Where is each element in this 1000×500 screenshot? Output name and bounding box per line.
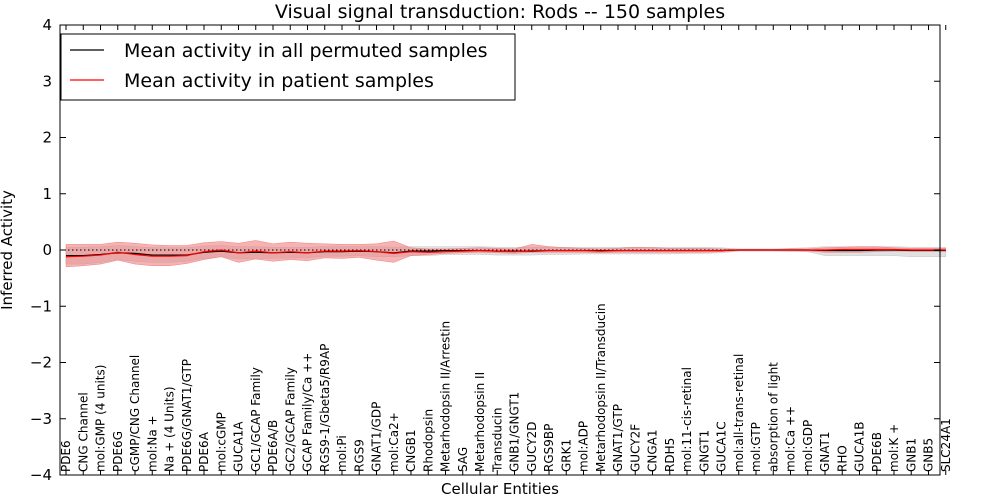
x-tick-label: mol:all-trans-retinal	[732, 354, 746, 472]
x-tick-label: mol:GMP (4 units)	[94, 365, 108, 472]
x-tick-label: GNB5	[922, 438, 936, 472]
x-tick-label: PDE6B	[870, 432, 884, 472]
x-tick-label: GC2/GCAP Family	[283, 367, 297, 472]
x-tick-label: absorption of light	[766, 362, 780, 472]
y-tick-label: 1	[42, 185, 52, 203]
line-patient-mean	[65, 248, 946, 258]
x-tick-label: GNGT1	[697, 430, 711, 472]
legend: Mean activity in all permuted samples Me…	[60, 33, 516, 101]
x-tick-label: GNAT1	[818, 431, 832, 472]
x-tick-label: GRK1	[559, 439, 573, 472]
x-tick-label: mol:11-cis-retinal	[680, 367, 694, 472]
x-tick-label: GNB1	[904, 438, 918, 472]
series-lines	[65, 248, 946, 258]
x-tick-label: GC1/GCAP Family	[249, 367, 263, 472]
x-tick-label: Metarhodopsin II/Arrestin	[439, 321, 453, 472]
x-tick-label: PDE6G	[111, 431, 125, 472]
x-tick-label: cGMP/CNG Channel	[128, 355, 142, 472]
y-tick-label: 4	[42, 16, 52, 34]
y-tick-label: −3	[30, 410, 52, 428]
x-tick-label: CNG Channel	[76, 392, 90, 472]
x-tick-label: RGS9	[352, 439, 366, 472]
x-tick-label: PDE6A/B	[266, 420, 280, 472]
x-tick-label: PDE6	[59, 440, 73, 472]
x-tick-label: CNGA1	[646, 430, 660, 473]
y-tick-label: 2	[42, 129, 52, 147]
y-tick-label: −1	[30, 297, 52, 315]
x-tick-label: mol:GTP	[749, 422, 763, 472]
legend-label-patient: Mean activity in patient samples	[124, 70, 434, 92]
y-tick-label: 3	[42, 72, 52, 90]
x-tick-label: mol:Pi	[335, 435, 349, 472]
x-tick-label: GNAT1/GTP	[611, 404, 625, 472]
x-tick-label: GNAT1/GDP	[370, 402, 384, 472]
chart-title: Visual signal transduction: Rods -- 150 …	[275, 1, 725, 23]
x-tick-label: SLC24A1	[939, 418, 953, 472]
x-tick-label: RDH5	[663, 438, 677, 472]
legend-box	[60, 33, 516, 101]
x-tick-label: GUCY2D	[525, 422, 539, 472]
x-tick-label: Transducin	[490, 408, 504, 473]
y-axis: 4 3 2 1 0 −1 −2 −3 −4	[30, 16, 940, 484]
x-tick-label: Metarhodopsin II	[473, 372, 487, 472]
x-tick-label: GUCY2F	[628, 424, 642, 472]
x-tick-label: CNGB1	[404, 429, 418, 472]
x-tick-label: RGS9-1/Gbeta5/R9AP	[318, 344, 332, 472]
x-tick-label: mol:cGMP	[214, 412, 228, 472]
x-tick-label: mol:Ca2+	[387, 412, 401, 472]
x-tick-label: GUCA1C	[715, 421, 729, 472]
y-tick-label: 0	[42, 241, 52, 259]
x-tick-label: mol:ADP	[577, 421, 591, 472]
x-tick-label: GNB1/GNGT1	[508, 392, 522, 472]
x-tick-label: mol:GDP	[801, 420, 815, 472]
x-tick-label: PDE6G/GNAT1/GTP	[180, 359, 194, 472]
y-tick-label: −4	[30, 466, 52, 484]
x-tick-label: mol:K +	[887, 424, 901, 472]
x-tick-label: Rhodopsin	[421, 409, 435, 472]
x-tick-label: PDE6A	[197, 431, 211, 472]
x-tick-label: mol:Na +	[145, 415, 159, 472]
x-axis-label: Cellular Entities	[441, 480, 559, 498]
x-tick-label: GCAP Family/Ca ++	[301, 353, 315, 472]
x-tick-label: RGS9BP	[542, 424, 556, 472]
x-tick-label: GUCA1B	[853, 421, 867, 472]
y-axis-label: Inferred Activity	[0, 190, 16, 310]
y-tick-label: −2	[30, 354, 52, 372]
legend-label-permuted: Mean activity in all permuted samples	[124, 40, 487, 62]
x-tick-label: mol:Ca ++	[784, 406, 798, 472]
x-tick-label: Metarhodopsin II/Transducin	[594, 303, 608, 472]
x-tick-label: RHO	[835, 445, 849, 472]
x-tick-label: GUCA1A	[232, 421, 246, 472]
x-tick-label: SAG	[456, 447, 470, 472]
x-tick-label: Na + (4 Units)	[163, 386, 177, 472]
